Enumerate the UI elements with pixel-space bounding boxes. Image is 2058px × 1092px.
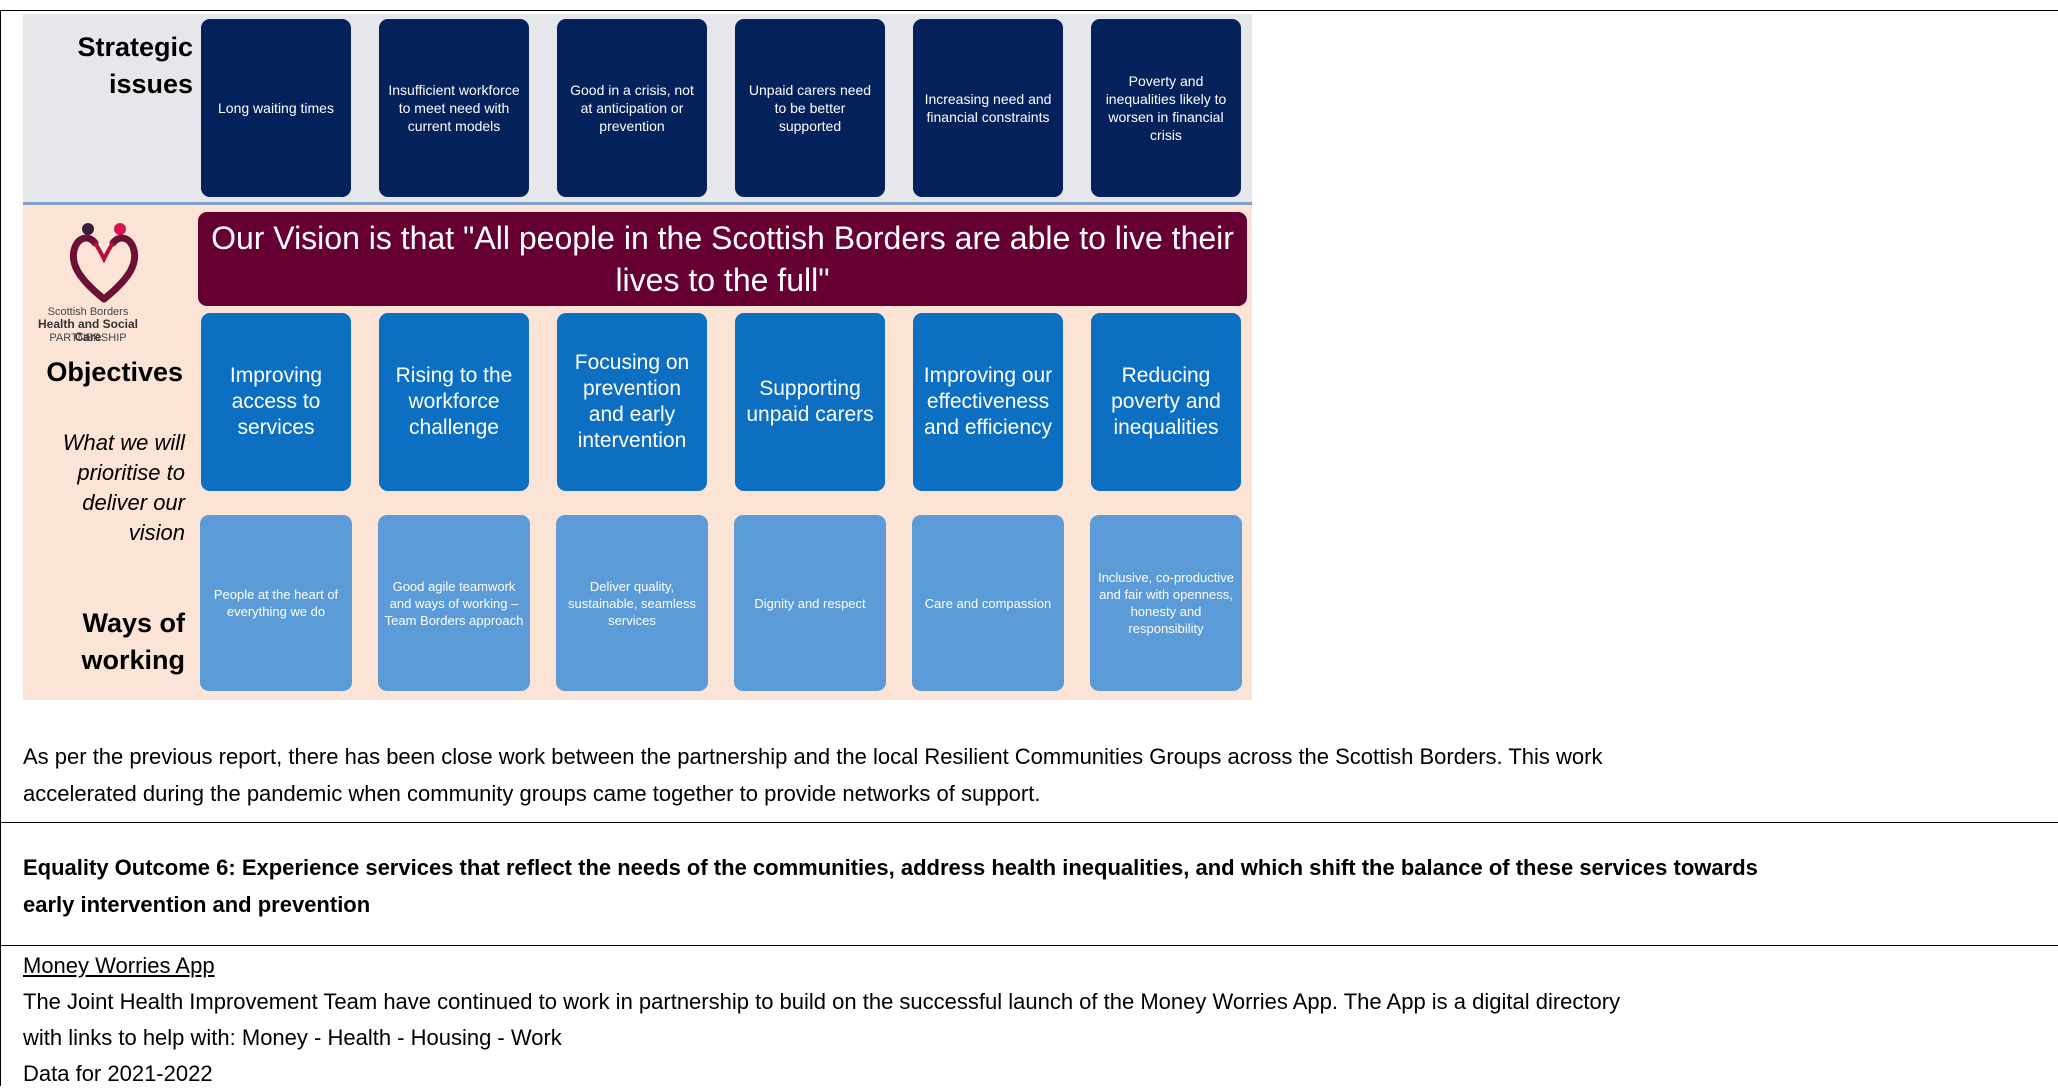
issue-box: Insufficient workforce to meet need with… bbox=[379, 19, 529, 197]
equality-outcome-heading: Equality Outcome 6: Experience services … bbox=[23, 849, 2023, 923]
ways-of-working-label: Ways of working bbox=[23, 605, 185, 679]
ways-label-line: Ways of bbox=[82, 608, 185, 638]
issue-box: Unpaid carers need to be better supporte… bbox=[735, 19, 885, 197]
way-of-working-box: Deliver quality, sustainable, seamless s… bbox=[556, 515, 708, 691]
objective-box: Improving access to services bbox=[201, 313, 351, 491]
logo-caption-line: Health and Social Care bbox=[37, 317, 139, 344]
strategic-label-line: Strategic bbox=[77, 32, 193, 62]
money-worries-line: The Joint Health Improvement Team have c… bbox=[23, 989, 1621, 1014]
way-of-working-box: People at the heart of everything we do bbox=[200, 515, 352, 691]
partnership-logo-icon bbox=[69, 223, 139, 303]
document-table bbox=[0, 10, 2058, 1086]
paragraph-line: As per the previous report, there has be… bbox=[23, 744, 1603, 769]
outcome-heading-line: early intervention and prevention bbox=[23, 892, 371, 917]
issue-box: Long waiting times bbox=[201, 19, 351, 197]
logo-caption-line: Scottish Borders bbox=[47, 306, 129, 318]
data-period-line: Data for 2021-2022 bbox=[23, 1061, 213, 1086]
objective-box: Reducing poverty and inequalities bbox=[1091, 313, 1241, 491]
money-worries-heading: Money Worries App bbox=[23, 953, 215, 978]
way-of-working-box: Dignity and respect bbox=[734, 515, 886, 691]
logo-caption-line: PARTNERSHIP bbox=[49, 332, 127, 344]
outcome-heading-line: Equality Outcome 6: Experience services … bbox=[23, 855, 1758, 880]
way-of-working-box: Care and compassion bbox=[912, 515, 1064, 691]
objective-box: Improving our effectiveness and efficien… bbox=[913, 313, 1063, 491]
way-of-working-box: Good agile teamwork and ways of working … bbox=[378, 515, 530, 691]
issue-box: Poverty and inequalities likely to worse… bbox=[1091, 19, 1241, 197]
vision-banner: Our Vision is that "All people in the Sc… bbox=[198, 212, 1247, 306]
issue-box: Increasing need and financial constraint… bbox=[913, 19, 1063, 197]
resilient-communities-paragraph: As per the previous report, there has be… bbox=[23, 738, 2023, 812]
money-worries-line: with links to help with: Money - Health … bbox=[23, 1025, 562, 1050]
way-of-working-box: Inclusive, co-productive and fair with o… bbox=[1090, 515, 1242, 691]
table-row-divider bbox=[0, 945, 2058, 946]
strategy-graphic: Strategic issues Long waiting times Insu… bbox=[23, 14, 1252, 700]
objectives-label: Objectives bbox=[46, 357, 183, 387]
table-row-divider bbox=[0, 822, 2058, 823]
money-worries-section: Money Worries App The Joint Health Impro… bbox=[23, 948, 2023, 1092]
ways-label-line: working bbox=[81, 645, 185, 675]
objective-box: Rising to the workforce challenge bbox=[379, 313, 529, 491]
band-divider bbox=[23, 202, 1252, 205]
strategic-issues-label: Strategic issues bbox=[23, 29, 193, 103]
strategic-label-line: issues bbox=[108, 69, 193, 99]
issue-box: Good in a crisis, not at anticipation or… bbox=[557, 19, 707, 197]
objectives-subtitle: What we will prioritise to deliver our v… bbox=[62, 430, 185, 545]
objective-box: Focusing on prevention and early interve… bbox=[557, 313, 707, 491]
paragraph-line: accelerated during the pandemic when com… bbox=[23, 781, 1041, 806]
objective-box: Supporting unpaid carers bbox=[735, 313, 885, 491]
